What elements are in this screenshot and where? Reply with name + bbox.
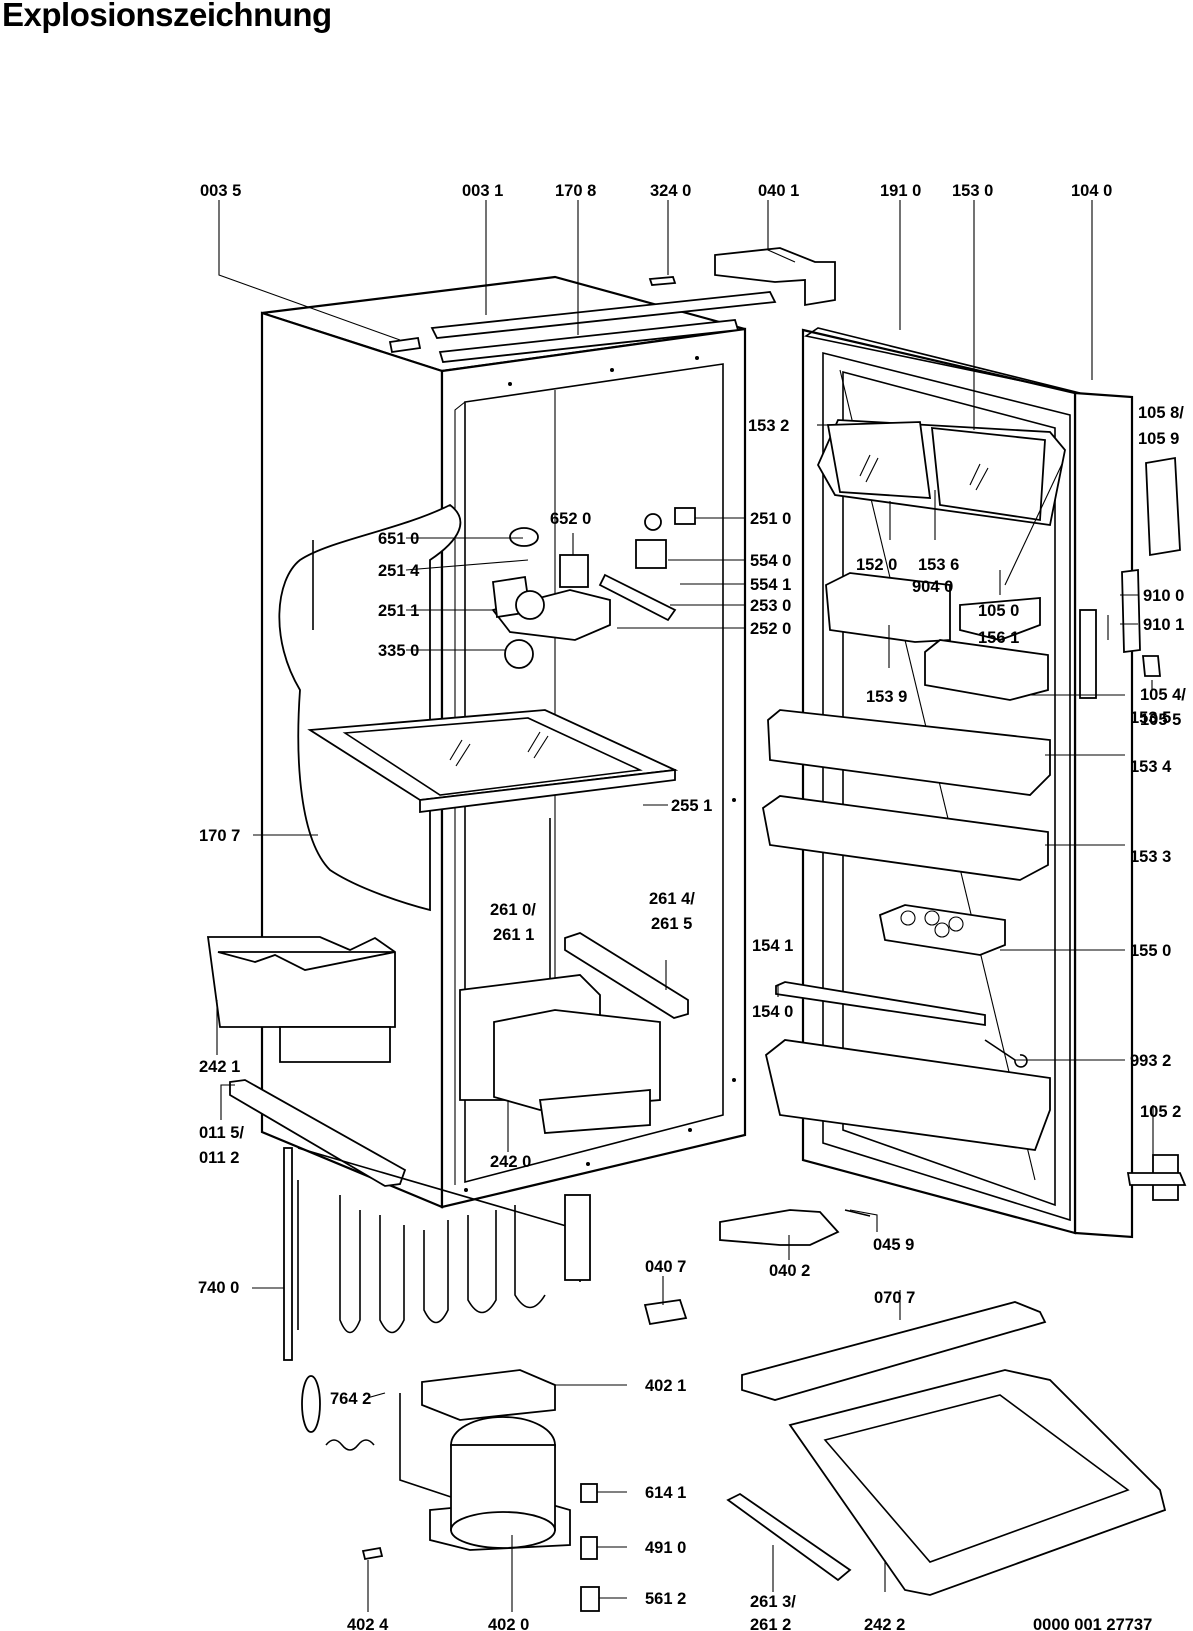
label-152-0: 152 0 [856,556,897,574]
label-904-0: 904 0 [912,578,953,596]
label-261-1: 261 1 [493,926,534,944]
label-651-0: 651 0 [378,530,419,548]
label-324-0: 324 0 [650,182,691,200]
leader-lines [216,200,1154,1612]
label-105-4: 105 4/ [1140,686,1186,704]
label-402-0: 402 0 [488,1616,529,1631]
label-105-9: 105 9 [1138,430,1179,448]
drawer-and-cover [726,1301,1167,1596]
label-070-7: 070 7 [874,1289,915,1307]
label-153-3: 153 3 [1130,848,1171,866]
label-740-0: 740 0 [198,1279,239,1297]
label-261-2: 261 2 [750,1616,791,1631]
label-402-4: 402 4 [347,1616,389,1631]
label-040-2: 040 2 [769,1262,810,1280]
page-title: Explosionszeichnung [2,0,332,33]
label-252-0: 252 0 [750,620,791,638]
label-105-0: 105 0 [978,602,1019,620]
label-153-6: 153 6 [918,556,959,574]
label-335-0: 335 0 [378,642,419,660]
label-105-8: 105 8/ [1138,404,1184,422]
condenser-coil [283,1147,591,1361]
label-910-1: 910 1 [1143,616,1184,634]
label-011-2: 011 2 [199,1149,239,1167]
label-614-1: 614 1 [645,1484,686,1502]
label-652-0: 652 0 [550,510,591,528]
label-251-0: 251 0 [750,510,791,528]
label-154-1: 154 1 [752,937,793,955]
label-105-2: 105 2 [1140,1103,1181,1121]
drawing-number: 0000 001 27737 [1033,1616,1152,1631]
label-261-0: 261 0/ [490,901,536,919]
glass-shelf [307,709,679,1030]
label-153-2: 153 2 [748,417,789,435]
compressor [361,1369,600,1612]
door [762,327,1134,1239]
label-170-8: 170 8 [555,182,596,200]
label-003-1: 003 1 [462,182,503,200]
label-153-9: 153 9 [866,688,907,706]
label-153-5: 153 5 [1130,709,1171,727]
label-253-0: 253 0 [750,597,791,615]
label-003-5: 003 5 [200,182,241,200]
label-045-9: 045 9 [873,1236,914,1254]
cutaway-insulation [278,503,462,912]
label-155-0: 155 0 [1130,942,1171,960]
label-261-3: 261 3/ [750,1593,796,1611]
crisper-left [206,936,396,1063]
label-242-2: 242 2 [864,1616,905,1631]
control-unit [491,507,696,669]
part-labels: 003 5 003 1 170 8 324 0 040 1 191 0 153 … [198,182,1186,1631]
label-764-2: 764 2 [330,1390,371,1408]
label-242-1: 242 1 [199,1058,240,1076]
rail-bottom [229,1079,407,1187]
label-402-1: 402 1 [645,1377,686,1395]
capillary-tube [301,1375,461,1501]
label-154-0: 154 0 [752,1003,793,1021]
label-153-0: 153 0 [952,182,993,200]
label-251-1: 251 1 [378,602,419,620]
label-105-5: 105 5 [1140,711,1181,729]
label-156-1: 156 1 [978,629,1019,647]
label-011-5: 011 5/ [199,1124,244,1142]
label-491-0: 491 0 [645,1539,686,1557]
label-261-5: 261 5 [651,915,692,933]
label-261-4: 261 4/ [649,890,695,908]
hinges-and-clips [643,247,1187,1326]
label-040-1: 040 1 [758,182,799,200]
label-251-4: 251 4 [378,562,420,580]
label-153-4: 153 4 [1130,758,1172,776]
rail-right [564,932,689,1019]
label-255-1: 255 1 [671,797,712,815]
label-554-1: 554 1 [750,576,791,594]
label-910-0: 910 0 [1143,587,1184,605]
crisper-inner [459,974,661,1134]
label-561-2: 561 2 [645,1590,686,1608]
label-040-7: 040 7 [645,1258,686,1276]
label-170-7: 170 7 [199,827,240,845]
label-554-0: 554 0 [750,552,791,570]
label-104-0: 104 0 [1071,182,1112,200]
label-191-0: 191 0 [880,182,921,200]
label-993-2: 993 2 [1130,1052,1171,1070]
label-242-0: 242 0 [490,1153,531,1171]
